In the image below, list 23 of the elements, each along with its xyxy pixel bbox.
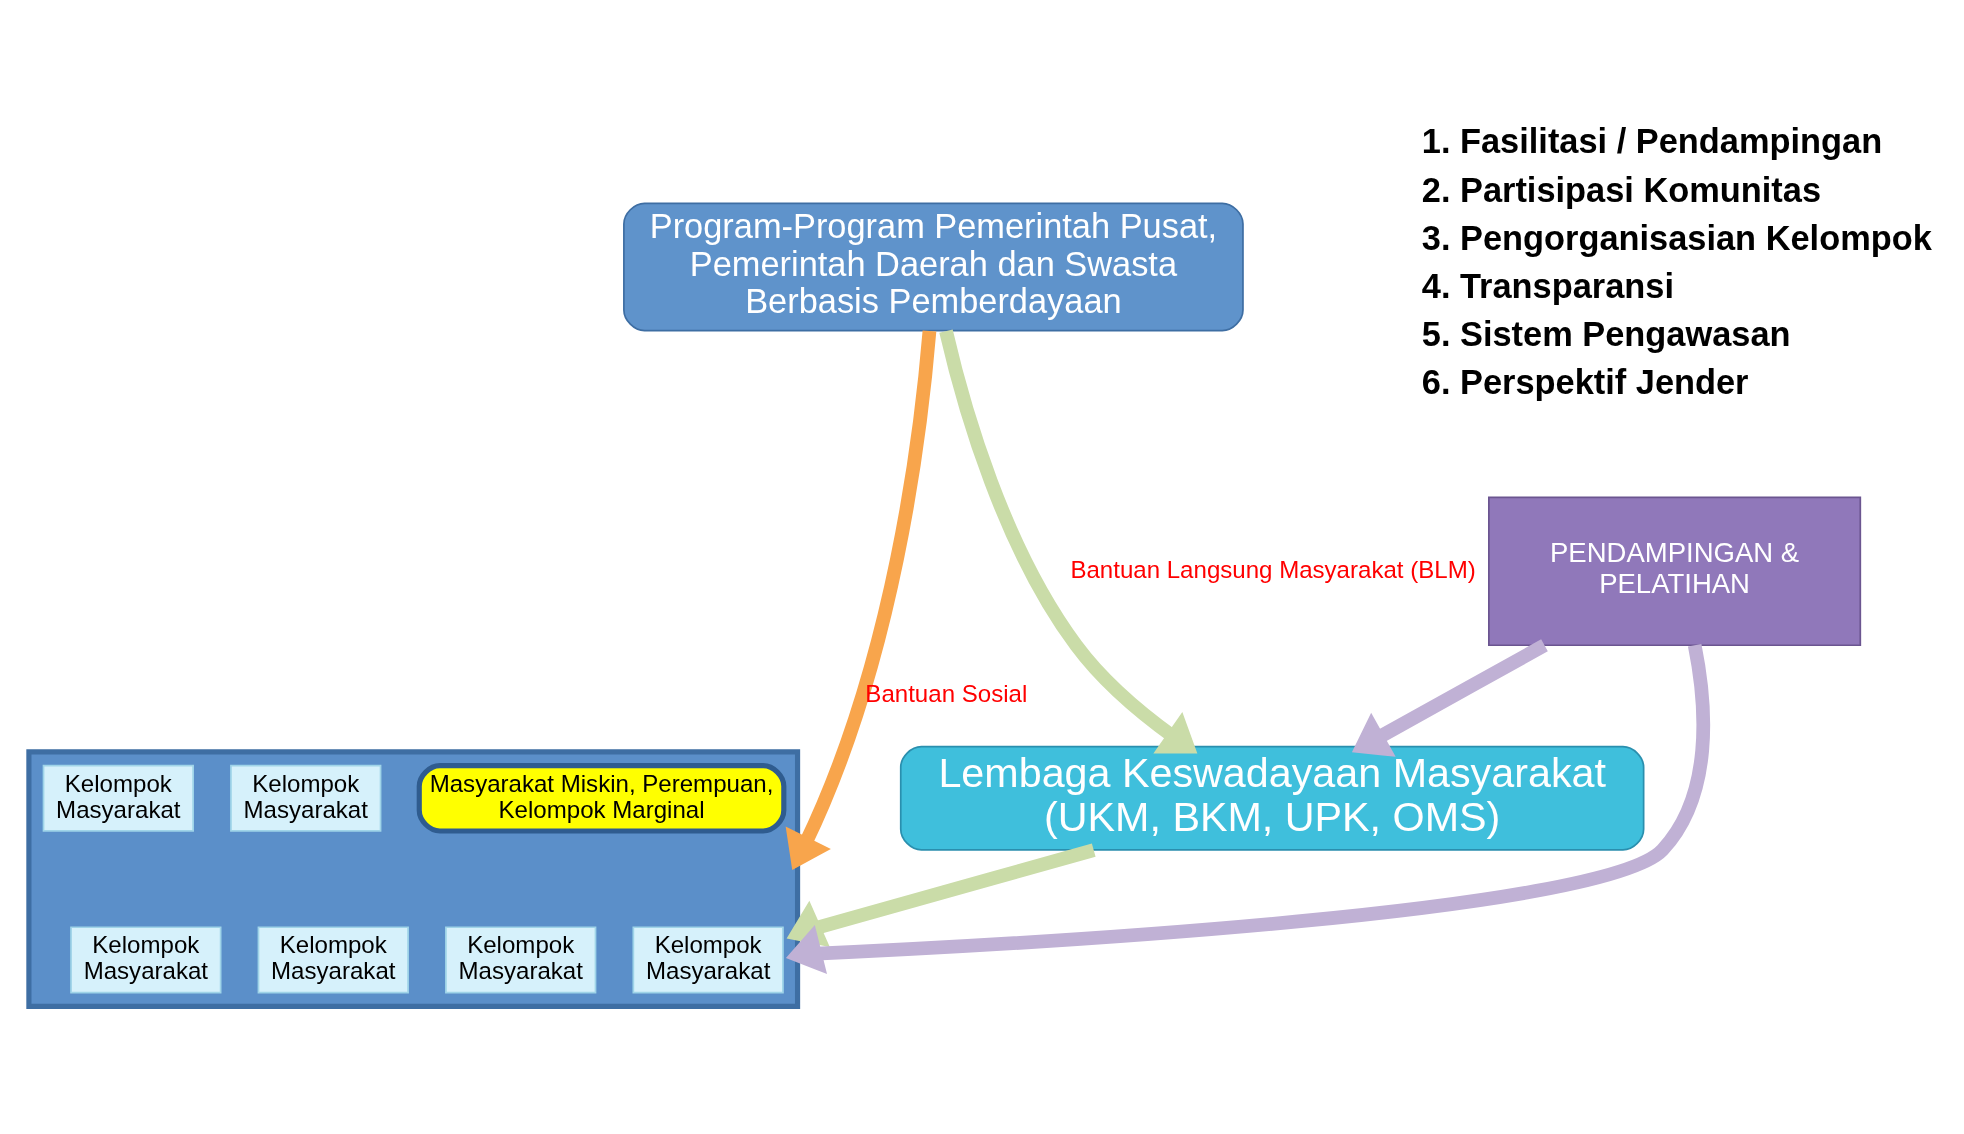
node-box: Program-Program Pemerintah Pusat, Pemerintah Daerah dan Swasta Berbasis Pemberdayaan <box>623 202 1244 332</box>
arrow <box>1351 639 1548 757</box>
arrow <box>785 644 1711 974</box>
label: 3. Pengorganisasian Kelompok <box>1421 218 1932 257</box>
arrow <box>939 329 1198 754</box>
arrow <box>786 843 1096 947</box>
node-box: Kelompok Masyarakat <box>42 764 194 832</box>
arrow <box>785 330 937 871</box>
node-box: Kelompok Masyarakat <box>632 926 784 994</box>
label: 1. Fasilitasi / Pendampingan <box>1421 122 1883 161</box>
label: 4. Transparansi <box>1421 266 1675 305</box>
node-box: Masyarakat Miskin, Perempuan, Kelompok Marginal <box>416 763 787 834</box>
node-box: Lembaga Keswadayaan Masyarakat (UKM, BKM, UPK, OMS) <box>899 745 1645 851</box>
label: 2. Partisipasi Komunitas <box>1421 170 1822 209</box>
cluster <box>26 749 801 1009</box>
node-box: Kelompok Masyarakat <box>445 926 597 994</box>
node-box: Kelompok Masyarakat <box>70 926 222 994</box>
label: 5. Sistem Pengawasan <box>1421 315 1791 354</box>
node-box: PENDAMPINGAN & PELATIHAN <box>1488 496 1862 647</box>
node-box: Kelompok Masyarakat <box>257 926 409 994</box>
label: 6. Perspektif Jender <box>1421 363 1749 402</box>
node-box: Kelompok Masyarakat <box>230 764 382 832</box>
edge-label: Bantuan Langsung Masyarakat (BLM) <box>1070 555 1476 583</box>
